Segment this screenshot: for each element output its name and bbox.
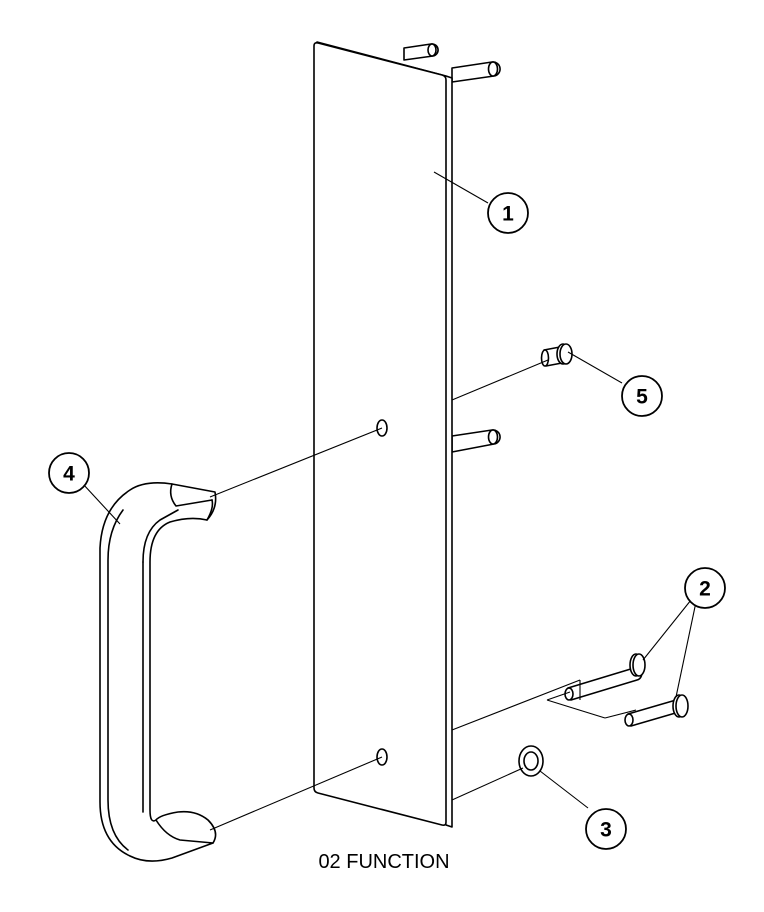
- upper-mounting-studs: [403, 43, 501, 83]
- callout-4: 4: [48, 452, 90, 494]
- assembly-lines: [209, 359, 637, 831]
- callout-3-label: 3: [600, 819, 612, 842]
- push-plate: [313, 41, 453, 828]
- drawing-caption: 02 FUNCTION: [318, 851, 449, 873]
- pull-handle: [99, 482, 217, 862]
- part-5-screw: [540, 343, 573, 367]
- part-2-screws: [564, 653, 689, 727]
- part-3-washer: [518, 745, 544, 777]
- callout-1-label: 1: [502, 203, 514, 226]
- callout-5: 5: [621, 375, 663, 417]
- leader-lines: [82, 171, 697, 809]
- callout-2-label: 2: [699, 578, 711, 601]
- callout-4-label: 4: [63, 463, 75, 486]
- callout-2: 2: [684, 567, 726, 609]
- callout-3: 3: [585, 808, 627, 850]
- callout-1: 1: [487, 192, 529, 234]
- lower-mounting-stud: [451, 429, 501, 453]
- callout-5-label: 5: [636, 386, 648, 409]
